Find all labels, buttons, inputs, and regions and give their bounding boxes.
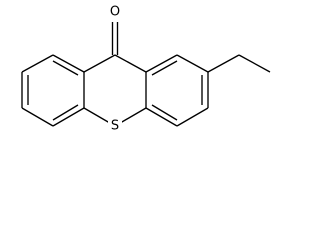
right-ring-bond-5 (145, 107, 178, 127)
central-ring-bond-c9-c9a (83, 54, 116, 73)
right-ring-bond-1 (145, 54, 178, 73)
molecule-diagram: O S (21, 5, 271, 134)
sulfur-atom-label: S (111, 119, 119, 134)
central-ring-bond-c9-c8a (114, 54, 147, 73)
structure-canvas: O S (21, 4, 271, 134)
right-ring-inner-bond-3 (151, 104, 178, 121)
oxygen-label-background (108, 5, 122, 19)
left-ring-bond-2 (21, 54, 54, 73)
left-ring-inner-bond-1 (52, 60, 79, 76)
left-ring-bond-5 (52, 107, 85, 127)
left-ring-bond-1 (52, 54, 85, 73)
right-ring-bond-2 (176, 54, 209, 73)
left-ring-bond-4 (21, 107, 54, 127)
left-ring-inner-bond-3 (52, 104, 79, 121)
ethyl-bond-2 (238, 54, 271, 73)
sulfur-label-background (108, 118, 122, 134)
right-ring-bond-4 (176, 107, 209, 127)
ethyl-bond-1 (207, 54, 240, 73)
oxygen-atom-label: O (110, 5, 120, 20)
right-ring-inner-bond-1 (151, 60, 178, 76)
